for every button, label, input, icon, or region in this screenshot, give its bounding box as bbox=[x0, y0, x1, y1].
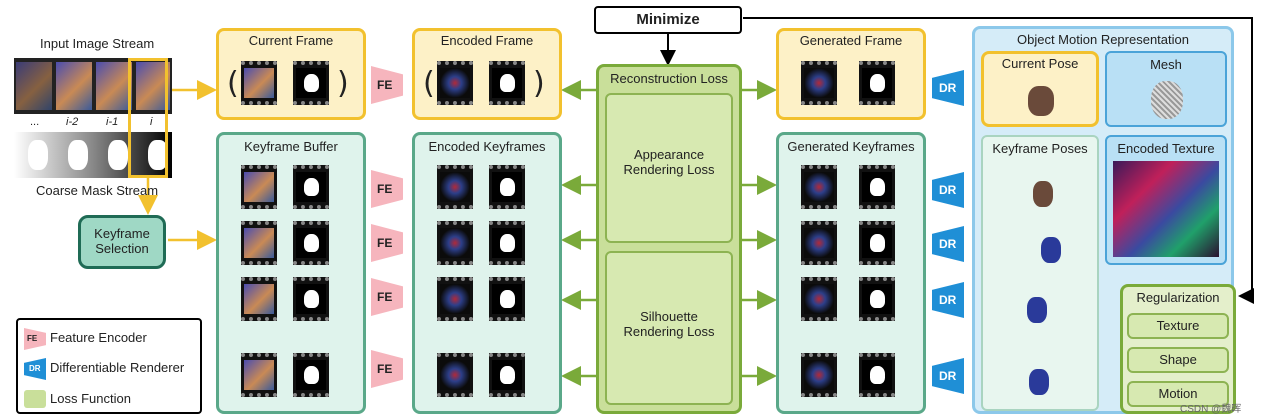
keyframe-poses-title: Keyframe Poses bbox=[992, 141, 1088, 156]
mesh-box: Mesh bbox=[1105, 51, 1227, 127]
reg-texture: Texture bbox=[1127, 313, 1229, 339]
object-motion-title: Object Motion Representation bbox=[1017, 32, 1189, 47]
mesh-title: Mesh bbox=[1150, 57, 1182, 72]
encoded-texture-title: Encoded Texture bbox=[1117, 141, 1215, 156]
legend-loss-label: Loss Function bbox=[50, 391, 131, 406]
encoded-frame-panel: Encoded Frame ( ) bbox=[412, 28, 562, 120]
appearance-loss-box: Appearance Rendering Loss bbox=[605, 93, 733, 243]
generated-frame-panel: Generated Frame bbox=[776, 28, 926, 120]
silhouette-loss-box: Silhouette Rendering Loss bbox=[605, 251, 733, 405]
encoded-keyframes-title: Encoded Keyframes bbox=[428, 139, 546, 154]
pose-object bbox=[1028, 86, 1054, 116]
regularization-panel: Regularization Texture Shape Motion bbox=[1120, 284, 1236, 414]
encoded-frame-title: Encoded Frame bbox=[440, 33, 534, 48]
minimize-box: Minimize bbox=[594, 6, 742, 34]
generated-frame-title: Generated Frame bbox=[799, 33, 903, 48]
generated-keyframes-title: Generated Keyframes bbox=[787, 139, 915, 154]
mask-stream-title: Coarse Mask Stream bbox=[36, 183, 159, 198]
generated-keyframes-panel: Generated Keyframes bbox=[776, 132, 926, 414]
mask-strip bbox=[14, 132, 172, 178]
frame-image bbox=[241, 61, 277, 105]
legend-loss-swatch bbox=[24, 390, 46, 408]
encoded-texture-box: Encoded Texture bbox=[1105, 135, 1227, 265]
current-pose-title: Current Pose bbox=[1001, 56, 1079, 71]
object-motion-panel: Object Motion Representation Current Pos… bbox=[972, 26, 1234, 414]
index-i-1: i-1 bbox=[106, 116, 119, 128]
reg-motion: Motion bbox=[1127, 381, 1229, 407]
regularization-title: Regularization bbox=[1136, 290, 1220, 305]
current-frame-panel: Current Frame ( ) bbox=[216, 28, 366, 120]
current-pose-box: Current Pose bbox=[981, 51, 1099, 127]
input-image-strip bbox=[14, 58, 172, 114]
minimize-arrows bbox=[660, 17, 1254, 304]
yellow-arrows bbox=[138, 80, 217, 250]
index-i-2: i-2 bbox=[66, 116, 79, 128]
mesh-image bbox=[1151, 81, 1183, 119]
legend: FE Feature Encoder DR Differentiable Ren… bbox=[16, 318, 202, 414]
keyframe-poses-box: Keyframe Poses bbox=[981, 135, 1099, 411]
keyframe-buffer-title: Keyframe Buffer bbox=[244, 139, 338, 154]
frame-mask bbox=[293, 61, 329, 105]
current-frame-title: Current Frame bbox=[248, 33, 334, 48]
index-ellipsis: ... bbox=[30, 116, 40, 128]
texture-image bbox=[1113, 161, 1219, 257]
legend-dr-label: Differentiable Renderer bbox=[50, 360, 185, 375]
silhouette-loss-label: Silhouette Rendering Loss bbox=[623, 309, 715, 339]
keyframe-buffer-panel: Keyframe Buffer bbox=[216, 132, 366, 414]
reg-shape: Shape bbox=[1127, 347, 1229, 373]
current-frame-highlight bbox=[128, 58, 168, 178]
watermark: CSDN @魏晖 bbox=[1180, 404, 1242, 415]
reconstruction-loss-title: Reconstruction Loss bbox=[610, 71, 728, 86]
legend-fe-label: Feature Encoder bbox=[50, 330, 147, 345]
keyframe-selection: Keyframe Selection bbox=[78, 215, 166, 269]
appearance-loss-label: Appearance Rendering Loss bbox=[623, 147, 715, 177]
encoded-keyframes-panel: Encoded Keyframes bbox=[412, 132, 562, 414]
index-i: i bbox=[150, 116, 153, 128]
input-stream-title: Input Image Stream bbox=[40, 36, 155, 51]
reconstruction-loss-panel: Reconstruction Loss Appearance Rendering… bbox=[596, 64, 742, 414]
